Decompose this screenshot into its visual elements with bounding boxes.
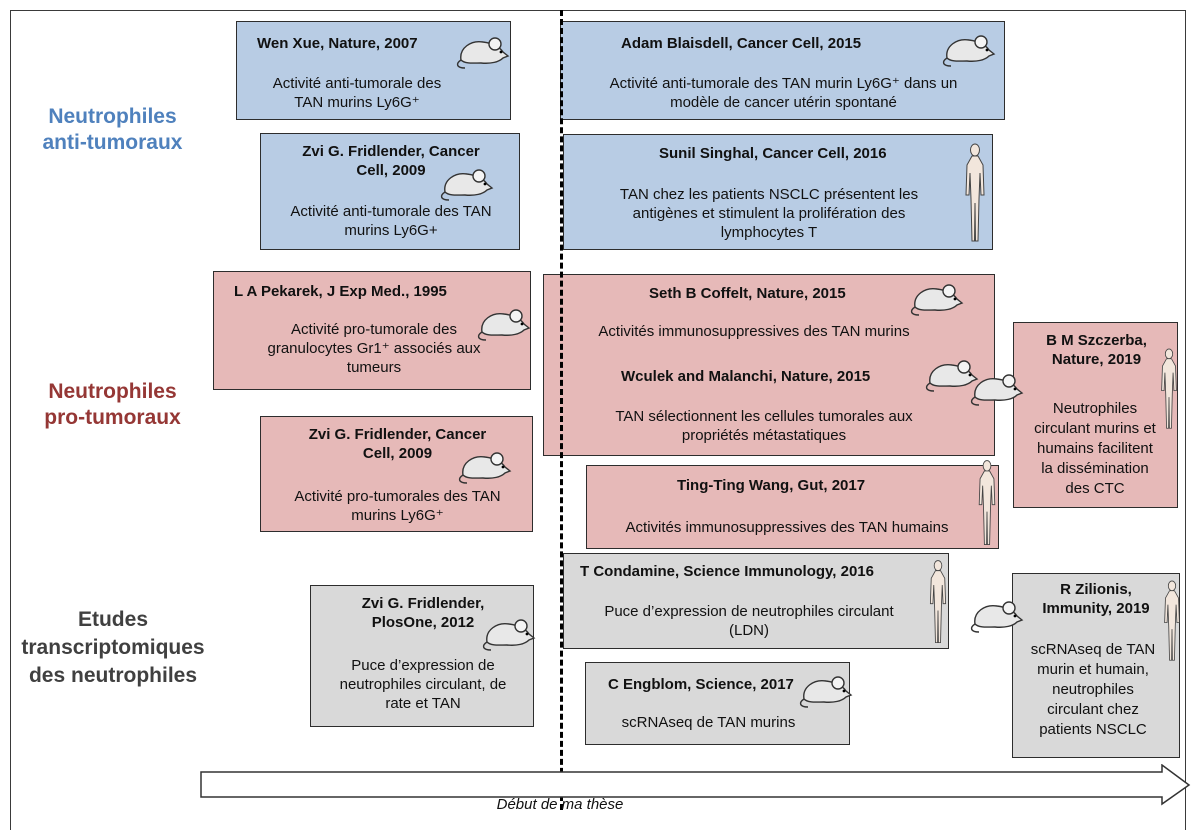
study-description: Neutrophiles circulant murins et humains… bbox=[1034, 400, 1156, 497]
study-card-szczerba: B M Szczerba, Nature, 2019 Neutrophiles … bbox=[970, 322, 1178, 508]
mouse-icon bbox=[458, 452, 512, 484]
mouse-icon bbox=[942, 35, 996, 67]
study-title: Zvi G. Fridlender, Cancer Cell, 2009 bbox=[302, 143, 480, 179]
study-card-singhal: Sunil Singhal, Cancer Cell, 2016 TAN che… bbox=[563, 134, 993, 250]
study-title: L A Pekarek, J Exp Med., 1995 bbox=[234, 283, 447, 300]
category-transcriptomic: Etudes transcriptomiques des neutrophile… bbox=[0, 606, 226, 690]
category-transcript-line1: Etudes bbox=[77, 608, 148, 631]
study-description-wculek: TAN sélectionnent les cellules tumorales… bbox=[615, 408, 913, 444]
study-card-zilionis: R Zilionis, Immunity, 2019 scRNAseq de T… bbox=[970, 573, 1180, 758]
category-anti-line2: anti-tumoraux bbox=[42, 131, 183, 154]
study-card-engblom: C Engblom, Science, 2017 scRNAseq de TAN… bbox=[585, 662, 853, 745]
category-transcript-line2: transcriptomiques bbox=[21, 636, 205, 659]
mouse-icon bbox=[440, 169, 494, 201]
study-description: Activité anti-tumorale des TAN murin Ly6… bbox=[609, 75, 958, 111]
human-icon bbox=[978, 460, 996, 545]
mouse-icon bbox=[970, 601, 1024, 633]
timeline-label: Début de ma thèse bbox=[496, 796, 624, 813]
figure-frame bbox=[10, 10, 1186, 830]
study-card-coffelt-wculek: Seth B Coffelt, Nature, 2015 Activités i… bbox=[543, 274, 995, 456]
study-card-fridlender-anti: Zvi G. Fridlender, Cancer Cell, 2009 Act… bbox=[260, 133, 520, 250]
study-title-wculek: Wculek and Malanchi, Nature, 2015 bbox=[621, 368, 871, 385]
study-card-blaisdell: Adam Blaisdell, Cancer Cell, 2015 Activi… bbox=[560, 21, 1005, 120]
mouse-icon bbox=[910, 284, 964, 316]
study-title: Sunil Singhal, Cancer Cell, 2016 bbox=[659, 145, 887, 162]
human-icon bbox=[965, 143, 985, 242]
study-title: R Zilionis, Immunity, 2019 bbox=[1042, 581, 1150, 617]
study-title: B M Szczerba, Nature, 2019 bbox=[1046, 332, 1147, 368]
study-title: T Condamine, Science Immunology, 2016 bbox=[580, 563, 874, 580]
study-card-fridlender-plosone: Zvi G. Fridlender, PlosOne, 2012 Puce d’… bbox=[310, 585, 536, 727]
study-description: Puce d’expression de neutrophiles circul… bbox=[339, 657, 507, 712]
mouse-icon bbox=[456, 37, 510, 69]
mouse-icon bbox=[799, 676, 853, 708]
study-title: Ting-Ting Wang, Gut, 2017 bbox=[677, 477, 866, 494]
category-anti-line1: Neutrophiles bbox=[48, 105, 177, 128]
category-pro-tumor: Neutrophiles pro-tumoraux bbox=[20, 379, 205, 431]
category-anti-tumor: Neutrophiles anti-tumoraux bbox=[20, 104, 205, 156]
study-card-pekarek: L A Pekarek, J Exp Med., 1995 Activité p… bbox=[213, 271, 531, 390]
study-description-coffelt: Activités immunosuppressives des TAN mur… bbox=[598, 323, 910, 340]
study-description: Activité pro-tumorale des granulocytes G… bbox=[267, 321, 481, 376]
study-description: Activité pro-tumorales des TAN murins Ly… bbox=[294, 488, 501, 524]
mouse-icon bbox=[970, 374, 1024, 406]
study-description: Activité anti-tumorale des TAN murins Ly… bbox=[272, 75, 442, 111]
study-description: Activité anti-tumorale des TAN murins Ly… bbox=[290, 203, 492, 239]
study-title: Wen Xue, Nature, 2007 bbox=[257, 35, 418, 52]
human-icon bbox=[929, 560, 947, 644]
study-card-condamine: T Condamine, Science Immunology, 2016 Pu… bbox=[563, 553, 949, 649]
category-pro-line2: pro-tumoraux bbox=[44, 406, 181, 429]
study-title: C Engblom, Science, 2017 bbox=[608, 676, 794, 693]
study-title: Adam Blaisdell, Cancer Cell, 2015 bbox=[621, 35, 862, 52]
study-title: Zvi G. Fridlender, PlosOne, 2012 bbox=[361, 595, 485, 631]
study-description: scRNAseq de TAN murins bbox=[621, 714, 796, 731]
human-icon bbox=[1161, 348, 1177, 429]
category-pro-line1: Neutrophiles bbox=[48, 380, 177, 403]
study-description: TAN chez les patients NSCLC présentent l… bbox=[619, 186, 919, 241]
study-description: Puce d’expression de neutrophiles circul… bbox=[604, 603, 894, 639]
mouse-icon bbox=[477, 309, 531, 341]
study-title: Zvi G. Fridlender, Cancer Cell, 2009 bbox=[308, 426, 487, 462]
study-card-wang: Ting-Ting Wang, Gut, 2017 Activités immu… bbox=[586, 460, 999, 549]
category-transcript-line3: des neutrophiles bbox=[28, 664, 198, 687]
mouse-icon bbox=[482, 619, 536, 651]
timeline-arrow bbox=[200, 764, 1191, 806]
study-description: Activités immunosuppressives des TAN hum… bbox=[625, 519, 949, 536]
study-card-fridlender-pro: Zvi G. Fridlender, Cancer Cell, 2009 Act… bbox=[260, 416, 533, 532]
mouse-icon bbox=[925, 360, 979, 392]
study-title-coffelt: Seth B Coffelt, Nature, 2015 bbox=[649, 285, 846, 302]
study-card-xue: Wen Xue, Nature, 2007 Activité anti-tumo… bbox=[236, 21, 511, 120]
human-icon bbox=[1164, 580, 1180, 661]
thesis-start-dashed-line bbox=[560, 10, 563, 810]
study-description: scRNAseq de TAN murin et humain, neutrop… bbox=[1030, 641, 1156, 738]
